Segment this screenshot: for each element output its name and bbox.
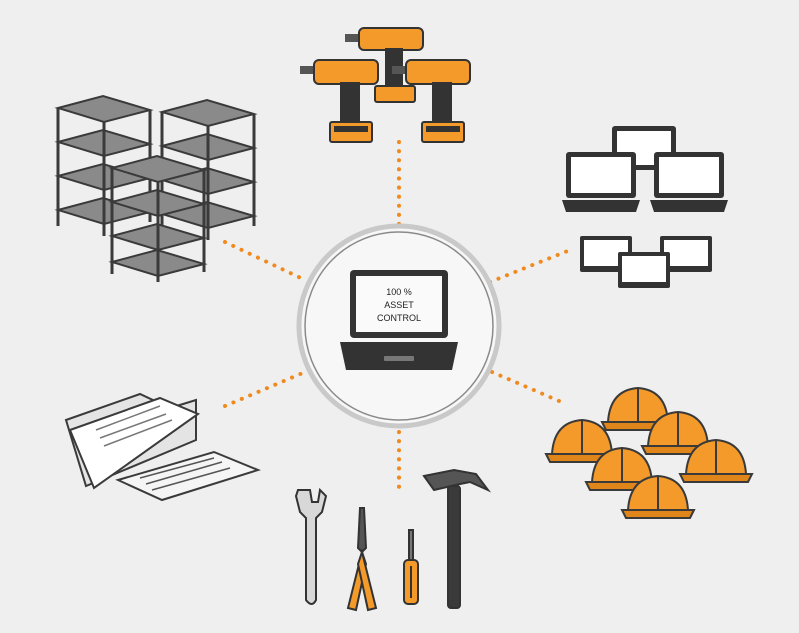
connector-upper-left: [223, 240, 307, 282]
center-hub: 100 % ASSET CONTROL: [296, 223, 502, 429]
screwdriver-icon: [403, 529, 419, 605]
power-drill-icon: [300, 27, 471, 143]
connector-lines: [223, 140, 572, 494]
center-label-line3: CONTROL: [377, 313, 421, 323]
laptop-icon: [562, 126, 728, 288]
folder-document-icon: [64, 392, 261, 502]
connector-lower-right: [490, 370, 568, 406]
hard-hat-icon: [544, 386, 754, 519]
hammer-icon: [422, 468, 492, 609]
center-laptop-icon: [340, 270, 458, 370]
monitor-icon: [580, 236, 712, 288]
center-label-line2: ASSET: [384, 300, 414, 310]
shelving-rack-icon: [54, 94, 258, 282]
center-label-line1: 100 %: [386, 287, 412, 297]
pliers-icon: [346, 507, 378, 612]
wrench-icon: [294, 487, 328, 605]
hand-tools-icon: [294, 468, 492, 612]
connector-upper-right: [488, 248, 572, 284]
connector-lower-left: [223, 370, 307, 408]
